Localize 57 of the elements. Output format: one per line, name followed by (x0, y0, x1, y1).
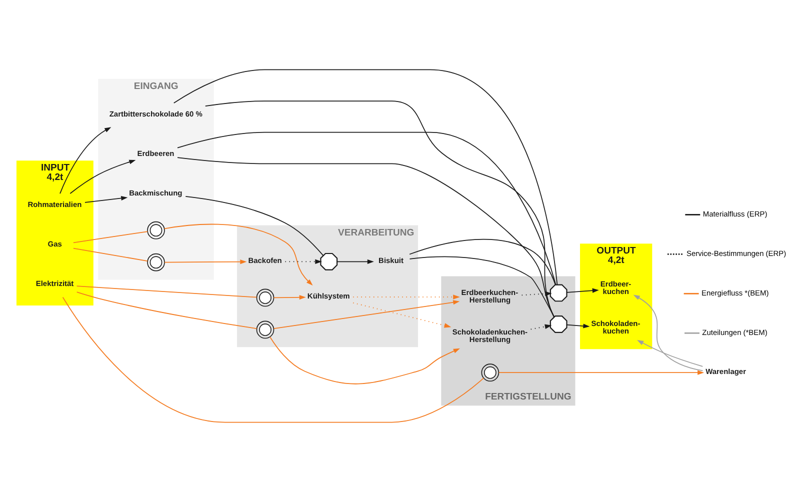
node-gear (550, 284, 568, 302)
node-meter (147, 220, 165, 239)
arrow (273, 294, 306, 300)
arrow (84, 195, 128, 202)
connector (76, 291, 258, 329)
connector (73, 230, 148, 243)
arrow (164, 223, 313, 286)
node-text: Schokoladenkuchen- Herstellung (452, 326, 528, 344)
node-text: Kühlsystem (307, 290, 350, 300)
connector (185, 196, 324, 256)
node-meter (256, 288, 274, 306)
arrow (530, 324, 552, 330)
node-meter (481, 363, 500, 381)
arrow (164, 259, 247, 264)
arrow (353, 294, 460, 299)
arrow (566, 288, 599, 292)
arrow (336, 258, 374, 264)
legend-label: Materialfluss (ERP) (702, 209, 768, 218)
legend-label: Energiefluss *(BEM) (702, 288, 769, 298)
connector (177, 156, 555, 317)
connector (76, 285, 258, 298)
node-meter (147, 252, 165, 271)
legend-label: Service-Bestimmungen (ERP) (686, 248, 786, 258)
legend-label: Zuteilungen (*BEM) (702, 328, 768, 337)
arrow (70, 159, 136, 194)
node-text: Erdbeeren (137, 148, 174, 158)
node-text: Warenlager (706, 366, 746, 376)
node-text: Gas (48, 239, 62, 248)
arrow (353, 302, 452, 328)
node-text: Erdbeerkuchen- Herstellung (461, 287, 518, 304)
arrow (633, 294, 704, 371)
arrow (273, 300, 460, 328)
arrow (60, 126, 112, 194)
node-text: Elektrizität (36, 278, 74, 288)
arrow (285, 258, 322, 264)
arrow (498, 370, 704, 374)
node-text: Erdbeer- kuchen (600, 279, 632, 296)
node-text: Zartbitterschokolade 60 % (109, 109, 202, 118)
connector (73, 247, 148, 261)
node-meter (256, 320, 274, 338)
node-text: Backmischung (129, 188, 182, 197)
arrow (522, 290, 552, 296)
arrow (566, 323, 590, 328)
connector (62, 296, 484, 422)
node-text: Backofen (248, 255, 282, 264)
connector (409, 238, 556, 285)
node-text: Rohmaterialien (28, 200, 82, 209)
connector (204, 100, 554, 318)
connector (177, 131, 556, 285)
arrow (637, 340, 704, 366)
node-gear (550, 315, 568, 332)
connector (409, 256, 555, 317)
node-text: Biskuit (378, 255, 404, 264)
connector (173, 68, 558, 285)
node-text: Schokoladen- kuchen (591, 318, 640, 336)
arrow (270, 336, 460, 384)
node-gear (320, 252, 338, 270)
